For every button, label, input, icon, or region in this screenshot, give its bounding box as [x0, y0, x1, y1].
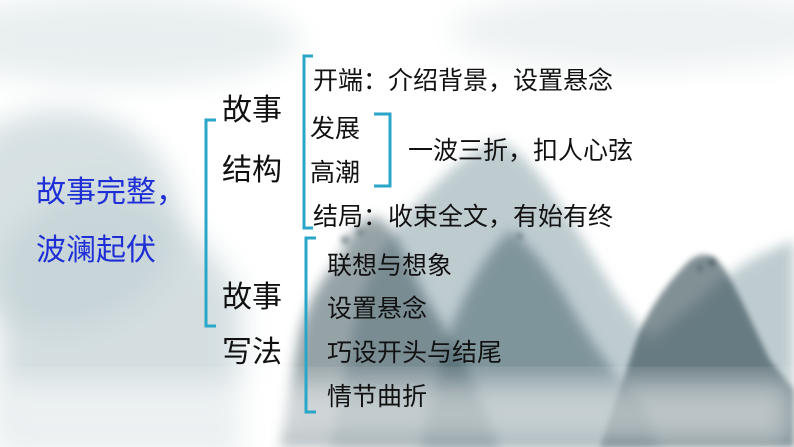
techniques-label-line2: 写法 — [222, 335, 282, 370]
main-topic-line1: 故事完整， — [36, 175, 186, 210]
main-topic-line2: 波澜起伏 — [36, 233, 156, 268]
techniques-label-line1: 故事 — [222, 280, 282, 315]
structure-opening: 开端：介绍背景，设置悬念 — [313, 66, 614, 95]
techniques-bracket — [304, 236, 316, 414]
main-bracket — [204, 118, 216, 328]
dev-climax-note: 一波三折，扣人心弦 — [408, 136, 634, 165]
technique-item: 联想与想象 — [327, 251, 453, 280]
structure-ending: 结局：收束全文，有始有终 — [313, 202, 614, 231]
structure-label-line2: 结构 — [222, 153, 282, 188]
technique-item: 巧设开头与结尾 — [327, 338, 503, 367]
technique-item: 设置悬念 — [327, 294, 428, 323]
technique-item: 情节曲折 — [327, 382, 428, 411]
structure-bracket — [302, 54, 313, 230]
structure-development: 发展 — [310, 114, 361, 143]
dev-climax-bracket — [374, 112, 392, 188]
structure-climax: 高潮 — [310, 158, 361, 187]
structure-label-line1: 故事 — [222, 93, 282, 128]
